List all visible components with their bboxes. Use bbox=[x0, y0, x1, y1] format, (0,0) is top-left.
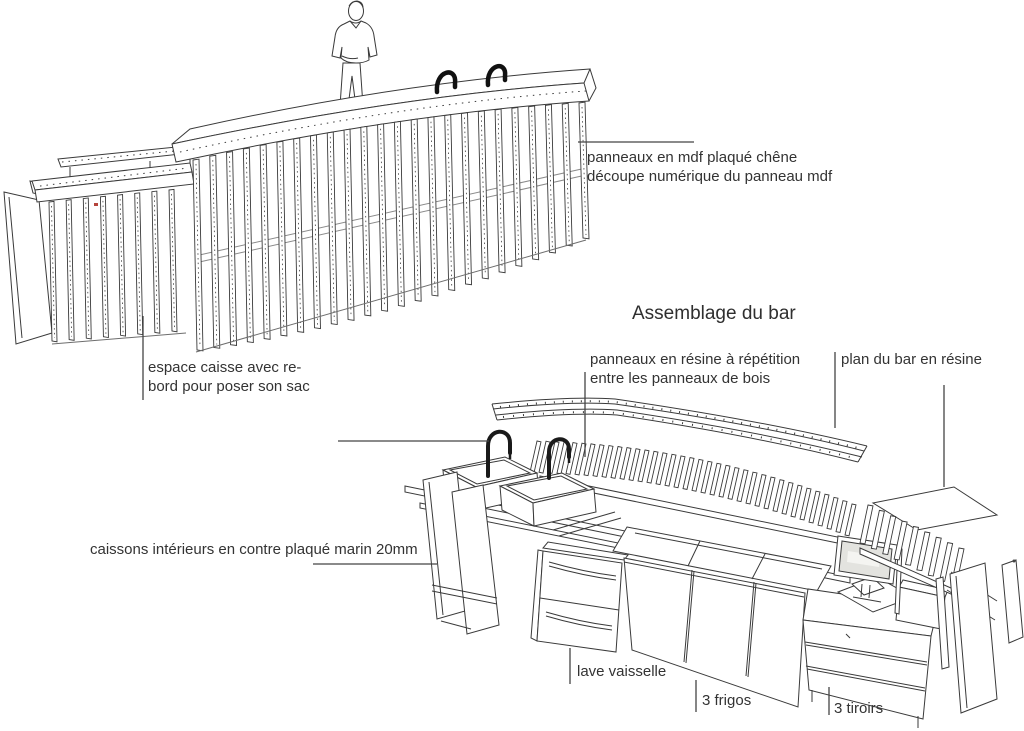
dishwasher-unit bbox=[530, 541, 629, 653]
annotation-fridges: 3 frigos bbox=[702, 691, 751, 710]
bar-assembly-illustration bbox=[404, 397, 1024, 728]
resin-top-strip bbox=[491, 397, 868, 463]
barman-figure bbox=[331, 0, 378, 108]
mdf-fins-left-group bbox=[48, 188, 178, 343]
annotation-line: panneaux en mdf plaqué chêne bbox=[587, 149, 798, 166]
fridge-units bbox=[623, 557, 806, 708]
annotation-line: 3 tiroirs bbox=[834, 700, 884, 717]
wood-resin-panel-comb bbox=[529, 440, 857, 537]
annotation-cash-area: espace caisse avec re- bord pour poser s… bbox=[148, 358, 310, 396]
faucet-icon bbox=[547, 437, 571, 480]
assembly-view-title: Assemblage du bar bbox=[632, 303, 796, 324]
annotation-line: espace caisse avec re- bbox=[148, 359, 302, 376]
annotation-mdf-panels: panneaux en mdf plaqué chêne découpe num… bbox=[587, 148, 832, 186]
ink-speck bbox=[1012, 559, 1016, 563]
bar-front-view-illustration bbox=[3, 0, 597, 353]
annotation-line: entre les panneaux de bois bbox=[590, 370, 771, 387]
right-side-panels bbox=[935, 559, 1024, 714]
faucet-icon bbox=[486, 429, 512, 478]
drawer-unit bbox=[802, 588, 939, 728]
cash-counter-section bbox=[31, 144, 200, 203]
annotation-inner-boxes: caissons intérieurs en contre plaqué mar… bbox=[90, 540, 418, 559]
annotation-line: découpe numérique du panneau mdf bbox=[587, 168, 833, 185]
annotation-line: caissons intérieurs en contre plaqué mar… bbox=[90, 541, 418, 558]
leader-lines bbox=[142, 141, 945, 715]
annotation-line: panneaux en résine à répétition bbox=[590, 351, 801, 368]
annotation-line: bord pour poser son sac bbox=[148, 378, 310, 395]
annotation-resin-top: plan du bar en résine bbox=[841, 350, 982, 369]
red-speck bbox=[94, 203, 98, 206]
counter-top bbox=[171, 68, 597, 163]
plywood-side-panels bbox=[422, 471, 500, 635]
annotation-resin-panels: panneaux en résine à répétition entre le… bbox=[590, 350, 800, 388]
annotation-line: plan du bar en résine bbox=[841, 351, 982, 368]
annotation-drawers: 3 tiroirs bbox=[834, 699, 883, 718]
annotation-line: lave vaisselle bbox=[577, 663, 667, 680]
faucet-icon bbox=[485, 64, 508, 88]
annotation-line: 3 frigos bbox=[702, 692, 752, 709]
pos-monitor bbox=[833, 535, 903, 615]
mdf-fins-main-group bbox=[192, 101, 590, 352]
annotation-dishwasher: lave vaisselle bbox=[577, 662, 666, 681]
faucet-icon bbox=[434, 70, 458, 95]
